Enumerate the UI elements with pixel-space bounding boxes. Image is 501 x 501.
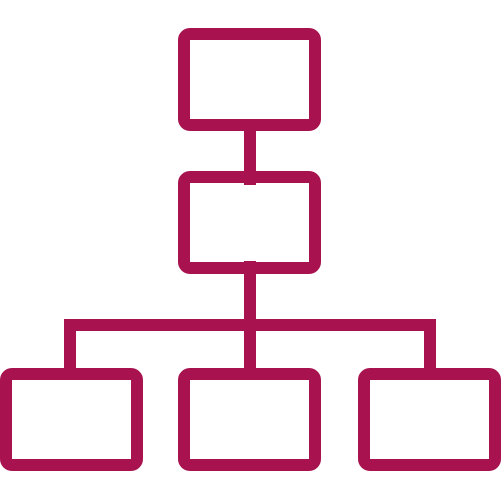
node-root <box>178 28 321 131</box>
node-right-leaf <box>358 368 501 471</box>
node-left-leaf <box>0 368 143 471</box>
node-middle <box>178 171 321 274</box>
node-center-leaf <box>178 368 321 471</box>
